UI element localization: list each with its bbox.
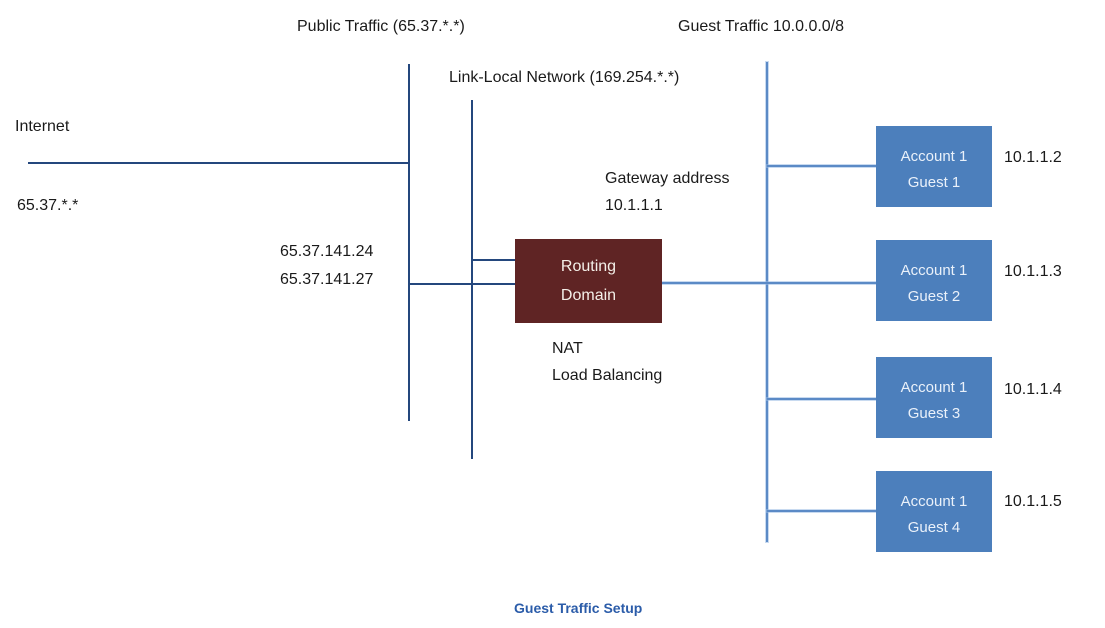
guest-3-node: Account 1 Guest 3: [876, 357, 992, 438]
routing-domain-label-line2: Domain: [560, 287, 617, 304]
guest-3-guest-label: Guest 3: [907, 404, 961, 422]
connector-guest-1: [767, 165, 876, 167]
internet-ip-label: 65.37.*.*: [17, 197, 79, 214]
connector-guest-4: [767, 510, 876, 512]
diagram-caption: Guest Traffic Setup: [514, 600, 643, 616]
public-traffic-label: Public Traffic (65.37.*.*): [297, 18, 465, 35]
guest-4-account-label: Account 1: [900, 492, 968, 510]
gateway-ip-label: 10.1.1.1: [605, 197, 663, 214]
internet-label: Internet: [15, 118, 70, 135]
public-traffic-network-line: [408, 64, 410, 421]
guest-1-guest-label: Guest 1: [907, 173, 961, 191]
guest-traffic-network-line: [766, 62, 768, 542]
guest-1-ip-label: 10.1.1.2: [1004, 149, 1062, 166]
guest-2-node: Account 1 Guest 2: [876, 240, 992, 321]
guest-4-node: Account 1 Guest 4: [876, 471, 992, 552]
guest-3-ip-label: 10.1.1.4: [1004, 381, 1062, 398]
guest-2-account-label: Account 1: [900, 261, 968, 279]
routing-domain-label-line1: Routing: [560, 258, 617, 275]
guest-1-account-label: Account 1: [900, 147, 968, 165]
connector-linklocal-to-routing: [472, 259, 515, 261]
connector-guest-3: [767, 398, 876, 400]
gateway-address-label: Gateway address: [605, 170, 730, 187]
nat-label: NAT: [552, 340, 583, 357]
guest-2-guest-label: Guest 2: [907, 287, 961, 305]
nat-ip-1-label: 65.37.141.24: [280, 243, 374, 260]
internet-line: [28, 162, 409, 164]
connector-routing-to-guest-network: [662, 282, 876, 284]
load-balancing-label: Load Balancing: [552, 367, 663, 384]
guest-4-guest-label: Guest 4: [907, 518, 961, 536]
link-local-network-line: [471, 100, 473, 459]
guest-4-ip-label: 10.1.1.5: [1004, 493, 1062, 510]
guest-1-node: Account 1 Guest 1: [876, 126, 992, 207]
guest-traffic-label: Guest Traffic 10.0.0.0/8: [678, 18, 845, 35]
nat-ip-2-label: 65.37.141.27: [280, 271, 374, 288]
link-local-label: Link-Local Network (169.254.*.*): [449, 69, 680, 86]
guest-3-account-label: Account 1: [900, 378, 968, 396]
connector-public-to-routing: [409, 283, 515, 285]
routing-domain-node: Routing Domain: [515, 239, 662, 323]
guest-2-ip-label: 10.1.1.3: [1004, 263, 1062, 280]
